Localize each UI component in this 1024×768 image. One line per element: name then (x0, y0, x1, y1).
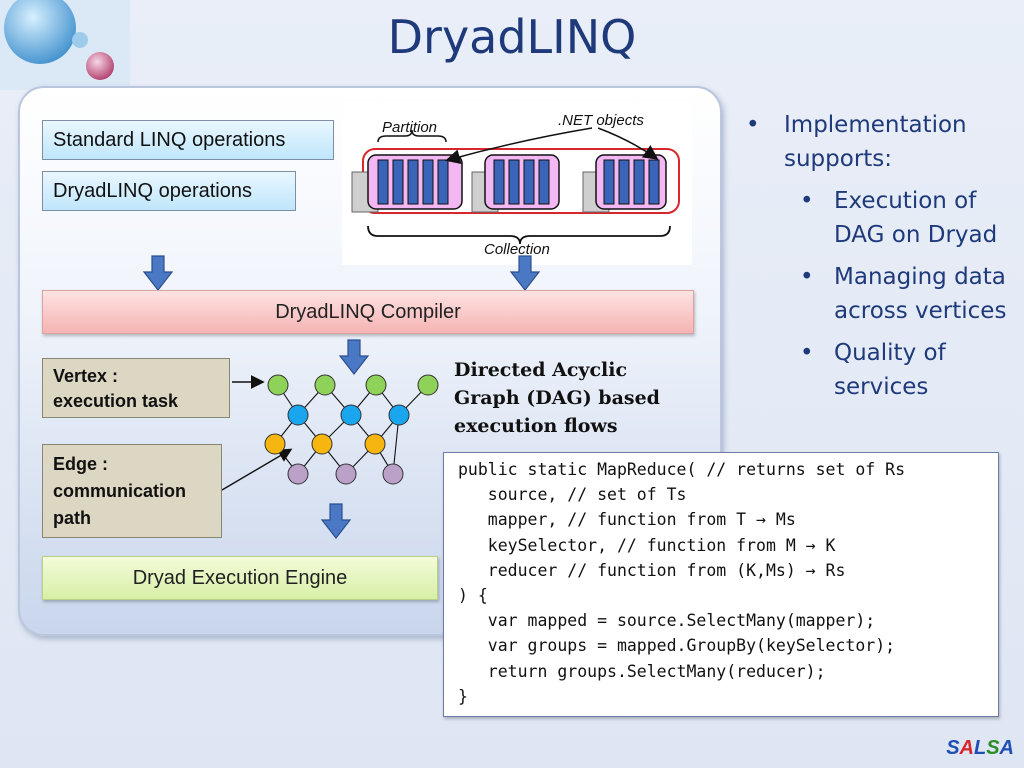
partition-2 (471, 154, 560, 213)
salsa-logo-letter: A (959, 737, 974, 759)
code-line: var groups = mapped.GroupBy(keySelector)… (458, 636, 896, 656)
execution-engine-box: Dryad Execution Engine (42, 556, 438, 600)
partition-1 (351, 154, 463, 213)
objects-arrow-right (597, 127, 659, 160)
flow-arrows (142, 255, 541, 539)
down-arrow-ops (142, 255, 174, 291)
dag-node (314, 374, 336, 396)
dag-node (264, 433, 286, 455)
vertex-title: Vertex : (53, 366, 119, 386)
dag-node (287, 463, 309, 485)
partition-3 (582, 154, 667, 213)
code-line: keySelector, // function from M → K (458, 535, 836, 555)
code-line: source, // set of Ts (458, 485, 687, 505)
dag-edges (274, 384, 429, 475)
dag-node (267, 374, 289, 396)
down-arrow-figure (509, 255, 541, 291)
code-snippet: public static MapReduce( // returns set … (443, 452, 999, 717)
bullet-dot-icon: • (746, 112, 760, 138)
dag-node (365, 374, 387, 396)
bullet-sub-text: Execution of DAG on Dryad (834, 188, 998, 248)
partition-brace (377, 129, 447, 143)
vertex-label-box: Vertex : execution task (42, 358, 230, 418)
bullet-sub: • Execution of DAG on Dryad (742, 184, 1012, 252)
edge-label-box: Edge : communication path (42, 444, 222, 538)
bullet-sub: • Managing data across vertices (742, 260, 1012, 328)
objects-arrow-left (445, 127, 593, 165)
bullet-dot-icon: • (800, 340, 814, 366)
code-line: ) { (458, 586, 488, 606)
salsa-logo-letter: A (999, 737, 1014, 759)
dag-caption-line: Graph (DAG) based (454, 387, 660, 409)
collection-brace (367, 225, 671, 245)
dag-node (340, 404, 362, 426)
bullet-main-text: Implementation supports: (784, 112, 967, 172)
bullet-sub-text: Managing data across vertices (834, 264, 1007, 324)
code-line: return groups.SelectMany(reducer); (458, 661, 826, 681)
code-line: public static MapReduce( // returns set … (458, 460, 906, 479)
slide-title: DryadLINQ (387, 10, 637, 64)
partition-label: Partition (382, 119, 437, 136)
dryadlinq-ops-box: DryadLINQ operations (42, 171, 296, 211)
dag-node (417, 374, 439, 396)
edge-description-2: path (53, 508, 91, 528)
dag-node (382, 463, 404, 485)
code-line: mapper, // function from T → Ms (458, 510, 796, 530)
corner-globe-decoration (0, 0, 130, 90)
dag-node (287, 404, 309, 426)
code-line: } (458, 686, 468, 706)
edge-title: Edge : (53, 454, 109, 474)
dag-caption-line: Directed Acyclic (454, 359, 628, 381)
bullet-main: • Implementation supports: (742, 108, 1012, 176)
collection-label: Collection (484, 241, 550, 258)
standard-linq-ops-box: Standard LINQ operations (42, 120, 334, 160)
bullet-dot-icon: • (800, 264, 814, 290)
bullet-sub: • Quality of services (742, 336, 1012, 404)
dag-caption-line: execution flows (454, 415, 618, 437)
code-line: var mapped = source.SelectMany(mapper); (458, 611, 876, 631)
dag-nodes (264, 374, 439, 485)
salsa-logo-letter: L (973, 737, 987, 759)
salsa-logo: SALSA (946, 737, 1014, 760)
code-line: reducer // function from (K,Ms) → Rs (458, 560, 846, 580)
compiler-box: DryadLINQ Compiler (42, 290, 694, 334)
down-arrow-compiler (338, 339, 370, 375)
vertex-description: execution task (53, 391, 179, 411)
dag-node (388, 404, 410, 426)
partition-figure: Partition .NET objects Collection (351, 112, 680, 258)
dag-node (311, 433, 333, 455)
dag-caption: Directed Acyclic Graph (DAG) based execu… (454, 356, 694, 440)
salsa-logo-letter: S (986, 737, 1000, 759)
bullet-sub-text: Quality of services (834, 340, 946, 400)
salsa-logo-letter: S (946, 737, 960, 759)
dag-node (335, 463, 357, 485)
bullet-list: • Implementation supports: • Execution o… (742, 108, 1012, 404)
edge-description-1: communication (53, 481, 187, 501)
objects-label: .NET objects (558, 112, 644, 129)
edge-pointer (221, 448, 293, 491)
down-arrow-engine (320, 503, 352, 539)
bullet-dot-icon: • (800, 188, 814, 214)
dag-node (364, 433, 386, 455)
